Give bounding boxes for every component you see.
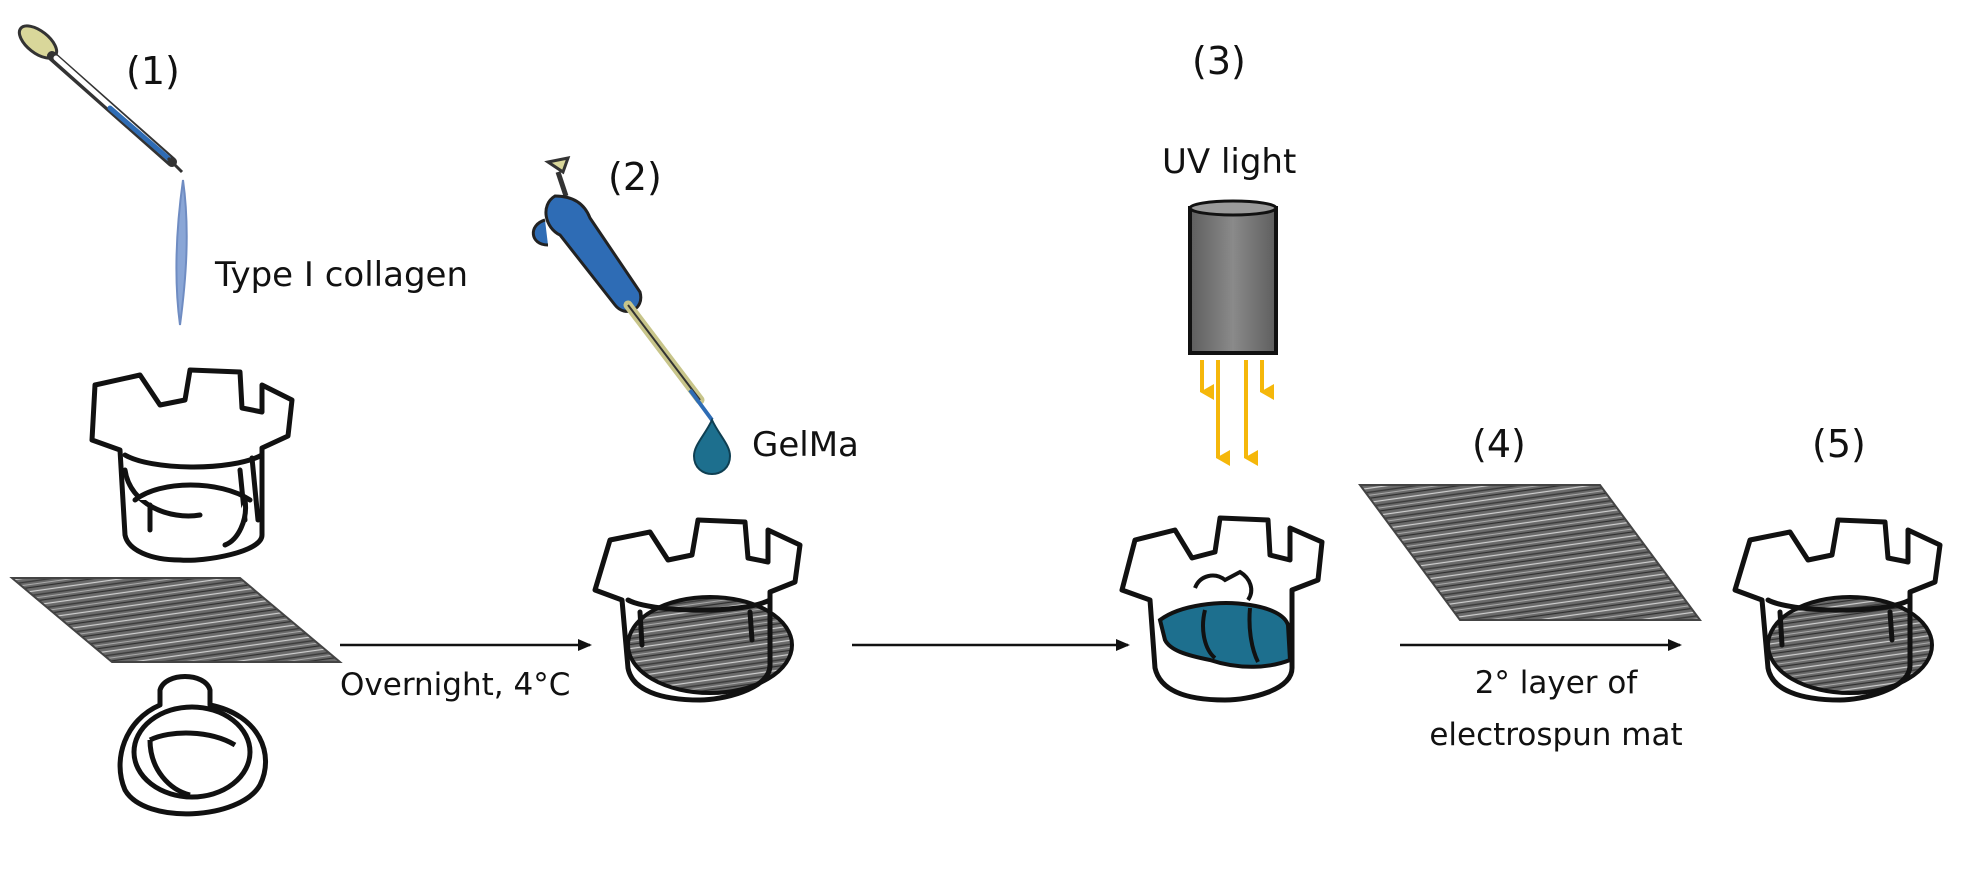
- uv-light-label: UV light: [1162, 142, 1297, 182]
- uv-light-arrows: [1200, 360, 1274, 466]
- dropper-icon: [17, 24, 184, 174]
- step-label-3: (3): [1192, 39, 1246, 83]
- cell-insert-final-icon: [1732, 517, 1943, 703]
- overnight-label: Overnight, 4°C: [340, 667, 571, 703]
- second-layer-label-line2: electrospun mat: [1429, 717, 1683, 753]
- insert-ring-icon: [117, 674, 269, 817]
- electrospun-mat-2-icon: [1358, 484, 1702, 621]
- gelma-drop-icon: [692, 417, 732, 476]
- cell-insert-mat-icon: [592, 517, 803, 703]
- cell-insert-icon: [89, 367, 295, 563]
- second-layer-label-line1: 2° layer of: [1474, 665, 1638, 701]
- uv-lamp-icon: [1188, 199, 1278, 355]
- gelma-label: GelMa: [752, 425, 859, 465]
- step-label-5: (5): [1812, 422, 1866, 466]
- collagen-label: Type I collagen: [215, 255, 469, 295]
- pipette-icon: [531, 156, 714, 422]
- collagen-stream-icon: [175, 179, 188, 326]
- electrospun-mat-icon: [9, 577, 343, 663]
- cell-insert-gelma-icon: [1119, 515, 1325, 703]
- step-label-2: (2): [608, 155, 662, 199]
- step-label-1: (1): [126, 49, 180, 93]
- step-label-4: (4): [1472, 422, 1526, 466]
